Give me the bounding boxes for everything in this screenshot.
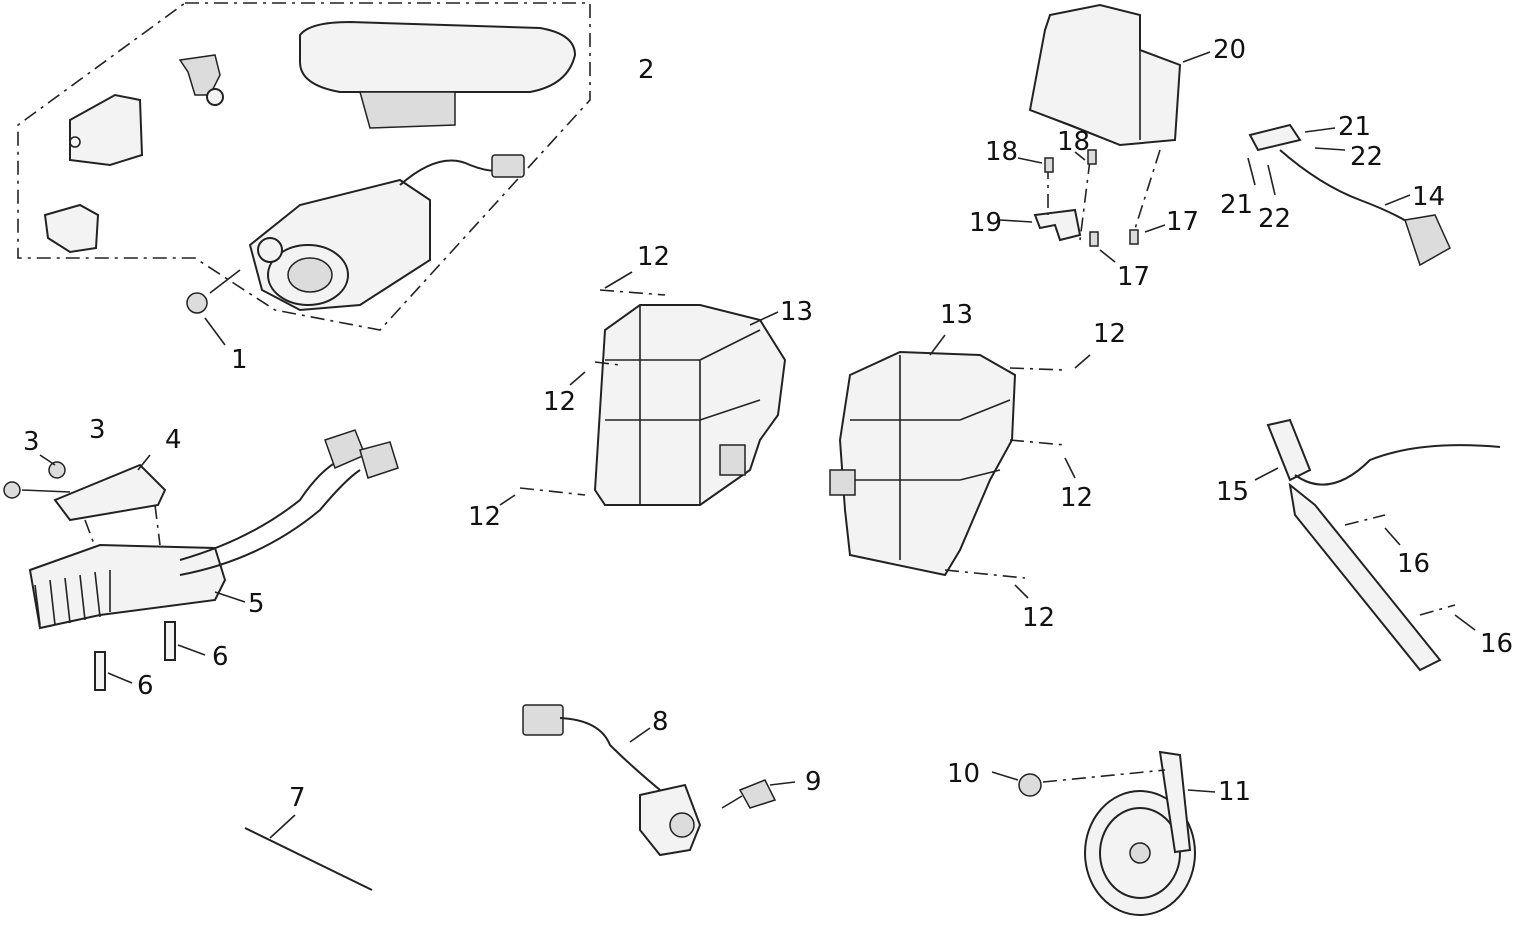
control-unit-left xyxy=(499,271,787,506)
sensor-harness xyxy=(1247,123,1451,267)
callout-13-left: 13 xyxy=(780,297,813,327)
control-unit-right xyxy=(829,334,1091,599)
callout-21-lower: 21 xyxy=(1220,190,1253,220)
callout-15: 15 xyxy=(1216,477,1249,507)
callout-14: 14 xyxy=(1412,182,1445,212)
callout-5: 5 xyxy=(248,589,265,619)
callout-18-left: 18 xyxy=(985,137,1018,167)
callout-2: 2 xyxy=(638,55,655,85)
ignition-switch-kit xyxy=(17,2,591,346)
callout-12-c: 12 xyxy=(468,502,501,532)
callout-4: 4 xyxy=(165,425,182,455)
callout-10: 10 xyxy=(947,759,980,789)
callout-12-a: 12 xyxy=(637,242,670,272)
callout-12-e: 12 xyxy=(1060,483,1093,513)
callout-6-upper: 6 xyxy=(212,642,229,672)
callout-22-lower: 22 xyxy=(1258,204,1291,234)
callout-12-d: 12 xyxy=(1093,319,1126,349)
top-right-cover xyxy=(999,3,1211,263)
callout-13-right: 13 xyxy=(940,300,973,330)
callout-22-upper: 22 xyxy=(1350,142,1383,172)
callout-7: 7 xyxy=(289,783,306,813)
callout-18-right: 18 xyxy=(1057,127,1090,157)
callout-21-upper: 21 xyxy=(1338,112,1371,142)
callout-labels: 1 2 3 3 4 5 6 6 7 8 9 10 11 12 12 12 12 … xyxy=(23,35,1513,813)
callout-3-right: 3 xyxy=(89,415,106,445)
callout-1: 1 xyxy=(231,345,248,375)
callout-16-lower: 16 xyxy=(1480,629,1513,659)
callout-11: 11 xyxy=(1218,777,1251,807)
callout-3-left: 3 xyxy=(23,427,40,457)
callout-9: 9 xyxy=(805,767,822,797)
callout-12-b: 12 xyxy=(543,387,576,417)
horn xyxy=(991,750,1216,916)
sensor-rod xyxy=(1254,418,1501,672)
callout-17-lower: 17 xyxy=(1117,262,1150,292)
speed-sensor xyxy=(522,704,796,857)
callout-8: 8 xyxy=(652,707,669,737)
callout-17-right: 17 xyxy=(1166,207,1199,237)
callout-6-lower: 6 xyxy=(137,671,154,701)
callout-19: 19 xyxy=(969,208,1002,238)
callout-20: 20 xyxy=(1213,35,1246,65)
regulator-group xyxy=(3,429,399,691)
cable-tie xyxy=(244,814,373,891)
callout-16-upper: 16 xyxy=(1397,549,1430,579)
callout-12-f: 12 xyxy=(1022,603,1055,633)
